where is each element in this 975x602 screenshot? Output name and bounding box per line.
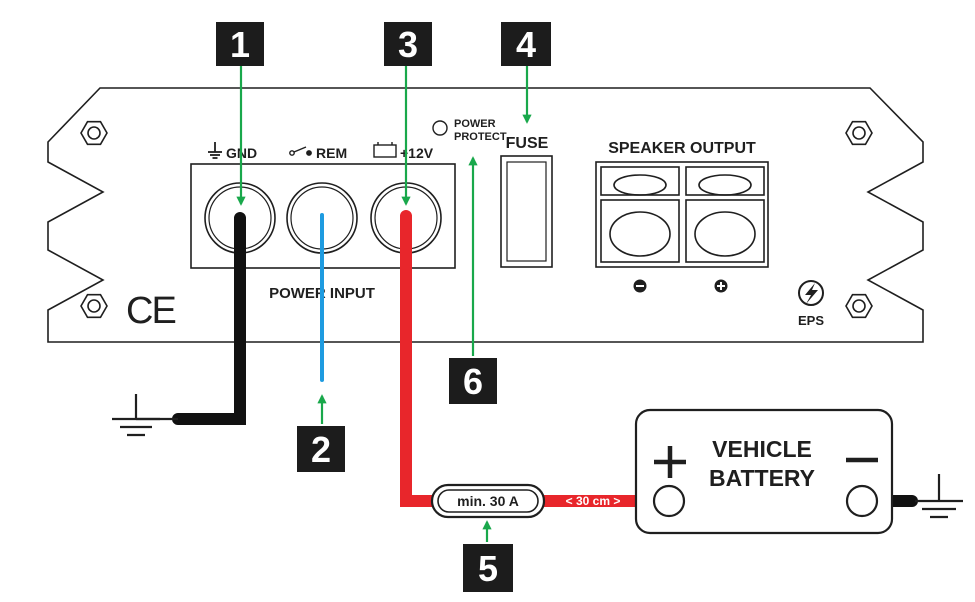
ground-icon <box>208 142 222 159</box>
power-protect-label-2: PROTECT <box>454 131 507 143</box>
battery-label-1: VEHICLE <box>712 436 812 462</box>
vehicle-battery <box>634 408 894 535</box>
svg-text:2: 2 <box>311 429 331 470</box>
hex-screw-icon <box>845 293 873 319</box>
ground-symbol-icon <box>915 474 963 519</box>
amplifier-panel <box>47 87 924 343</box>
gnd-wire <box>172 212 246 425</box>
fuse-holder <box>500 155 553 268</box>
svg-text:3: 3 <box>398 24 418 65</box>
callout-badge-6: 6 <box>449 358 497 404</box>
battery-positive-terminal <box>652 484 686 518</box>
power-wire <box>400 210 666 507</box>
battery-label-2: BATTERY <box>709 465 815 491</box>
speaker-terminal-block <box>595 161 769 268</box>
fuse-insert <box>506 161 547 262</box>
eps-label: EPS <box>798 313 824 328</box>
speaker-output-label: SPEAKER OUTPUT <box>608 140 756 157</box>
callout-badge-2: 2 <box>297 426 345 472</box>
hex-screw-icon <box>845 120 873 146</box>
switch-icon <box>289 146 312 156</box>
distance-label: < 30 cm > <box>566 494 621 508</box>
power-protect-label-1: POWER <box>454 118 496 130</box>
callout-badge-3: 3 <box>384 22 432 66</box>
speaker-minus-icon <box>633 279 647 293</box>
speaker-plus-icon <box>714 279 728 293</box>
fuse-rating-label: min. 30 A <box>457 493 519 509</box>
callout-badge-1: 1 <box>216 22 264 66</box>
battery-negative-terminal <box>845 484 879 518</box>
fuse-label: FUSE <box>506 135 549 152</box>
ground-symbol-icon <box>112 394 178 437</box>
svg-text:6: 6 <box>463 361 483 402</box>
svg-text:4: 4 <box>516 24 536 65</box>
power-protect-led <box>432 120 448 136</box>
inline-fuse <box>430 483 546 519</box>
svg-text:5: 5 <box>478 548 498 589</box>
rem-label: REM <box>316 145 347 161</box>
eps-lightning-icon <box>798 280 824 306</box>
hex-screw-icon <box>80 120 108 146</box>
ce-mark: CE <box>126 290 175 332</box>
svg-text:1: 1 <box>230 24 250 65</box>
battery-icon <box>373 142 397 158</box>
battery-plus-icon <box>654 446 686 478</box>
12v-label: +12V <box>400 145 434 161</box>
callout-badge-4: 4 <box>501 22 551 66</box>
hex-screw-icon <box>80 293 108 319</box>
callout-badge-5: 5 <box>463 544 513 592</box>
